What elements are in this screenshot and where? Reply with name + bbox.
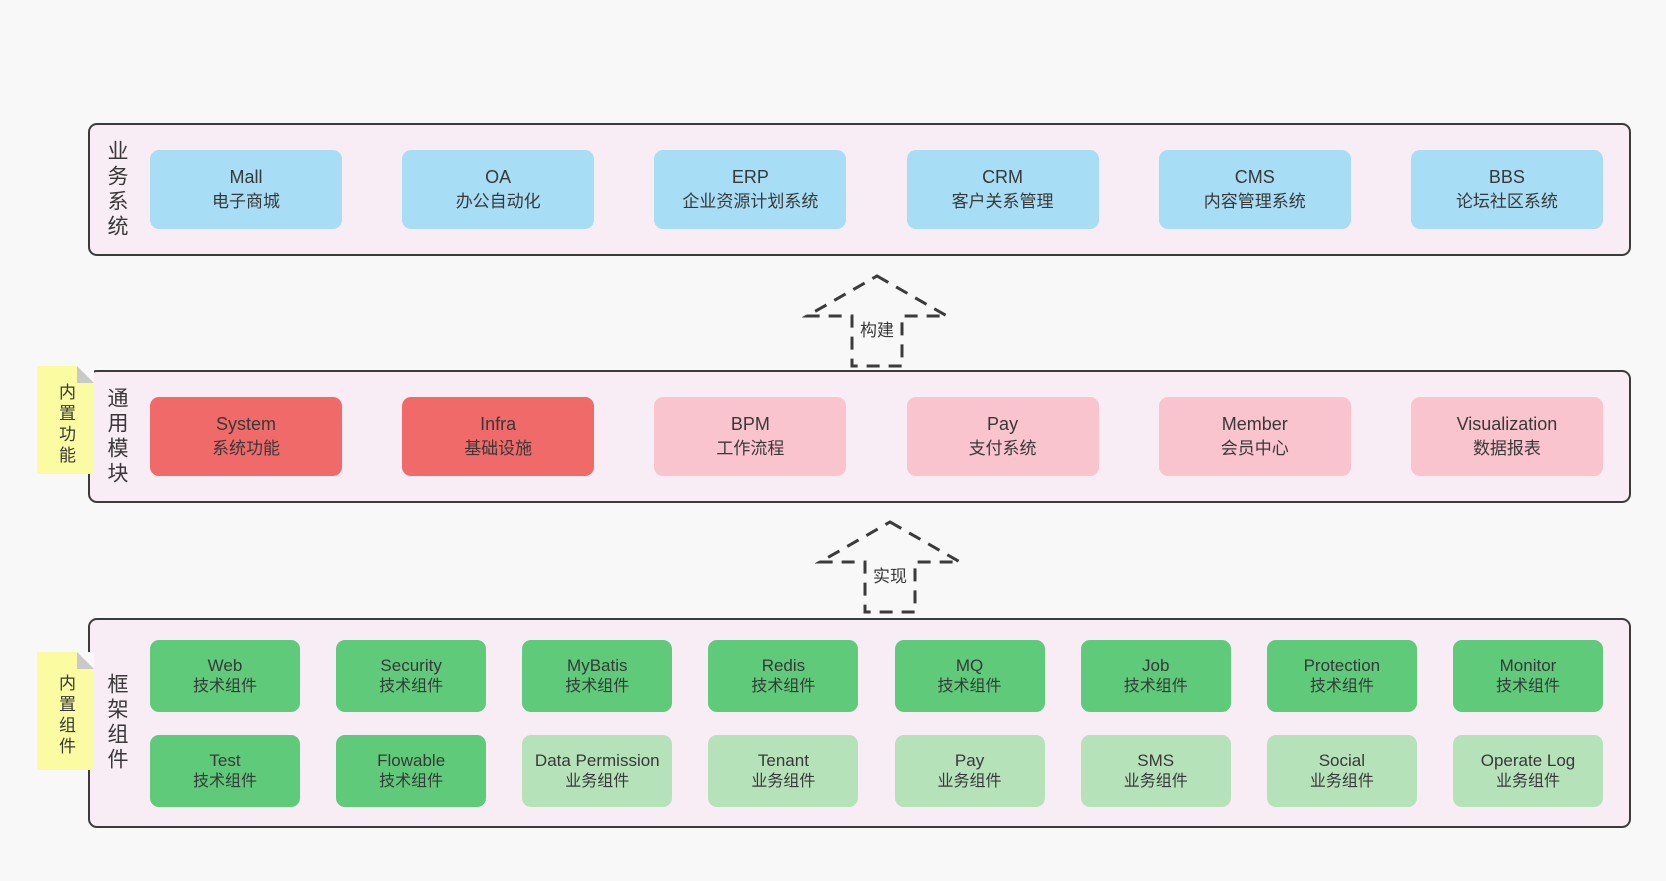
system-box-mall: Mall 电子商城 [150, 150, 342, 229]
module-box-system: System 系统功能 [150, 397, 342, 476]
arrow-label-implement: 实现 [869, 562, 911, 587]
framework-row-1: Web 技术组件 Security 技术组件 MyBatis 技术组件 Redi… [150, 640, 1603, 712]
component-box-monitor: Monitor 技术组件 [1452, 640, 1603, 712]
module-box-visualization: Visualization 数据报表 [1410, 397, 1603, 476]
component-box-redis: Redis 技术组件 [708, 640, 859, 712]
band-label-business-systems: 业务系统 [105, 139, 128, 240]
component-box-security: Security 技术组件 [336, 640, 487, 712]
component-box-pay: Pay 业务组件 [894, 735, 1045, 807]
band-2-boxes: System 系统功能 Infra 基础设施 BPM 工作流程 Pay 支付系统… [142, 372, 1629, 501]
module-box-member: Member 会员中心 [1158, 397, 1351, 476]
component-box-mybatis: MyBatis 技术组件 [522, 640, 673, 712]
up-arrow-icon [815, 520, 965, 614]
band-3-boxes: Web 技术组件 Security 技术组件 MyBatis 技术组件 Redi… [142, 620, 1629, 826]
system-box-erp: ERP 企业资源计划系统 [654, 150, 847, 229]
component-box-flowable: Flowable 技术组件 [336, 735, 487, 807]
band-label-common-modules: 通用模块 [105, 386, 128, 487]
component-box-operate-log: Operate Log 业务组件 [1452, 735, 1603, 807]
component-box-protection: Protection 技术组件 [1266, 640, 1417, 712]
band-business-systems: 业务系统 Mall 电子商城 OA 办公自动化 ERP 企业资源计划系统 CRM… [88, 123, 1631, 256]
module-box-pay: Pay 支付系统 [906, 397, 1099, 476]
system-box-cms: CMS 内容管理系统 [1158, 150, 1351, 229]
band-1-boxes: Mall 电子商城 OA 办公自动化 ERP 企业资源计划系统 CRM 客户关系… [142, 125, 1629, 254]
band-label-framework-components: 框架组件 [105, 673, 128, 773]
sticky-note-built-in-features: 内置功能 [37, 366, 94, 474]
system-box-oa: OA 办公自动化 [402, 150, 595, 229]
component-box-tenant: Tenant 业务组件 [708, 735, 859, 807]
module-box-bpm: BPM 工作流程 [654, 397, 847, 476]
component-box-social: Social 业务组件 [1266, 735, 1417, 807]
dashed-arrow-build: 构建 [802, 270, 952, 368]
arrow-label-build: 构建 [856, 316, 898, 341]
sticky-note-built-in-components: 内置组件 [37, 652, 94, 770]
module-box-infra: Infra 基础设施 [402, 397, 595, 476]
component-box-mq: MQ 技术组件 [894, 640, 1045, 712]
system-box-crm: CRM 客户关系管理 [906, 150, 1099, 229]
framework-row-2: Test 技术组件 Flowable 技术组件 Data Permission … [150, 735, 1603, 807]
system-box-bbs: BBS 论坛社区系统 [1410, 150, 1603, 229]
component-box-web: Web 技术组件 [150, 640, 300, 712]
band-framework-components: 框架组件 Web 技术组件 Security 技术组件 MyBatis 技术组件… [88, 618, 1631, 828]
dashed-arrow-implement: 实现 [815, 516, 965, 614]
band-common-modules: 通用模块 System 系统功能 Infra 基础设施 BPM 工作流程 Pay… [88, 370, 1631, 503]
component-box-test: Test 技术组件 [150, 735, 300, 807]
up-arrow-icon [802, 274, 952, 368]
component-box-sms: SMS 业务组件 [1080, 735, 1231, 807]
component-box-data-permission: Data Permission 业务组件 [522, 735, 673, 807]
component-box-job: Job 技术组件 [1080, 640, 1231, 712]
